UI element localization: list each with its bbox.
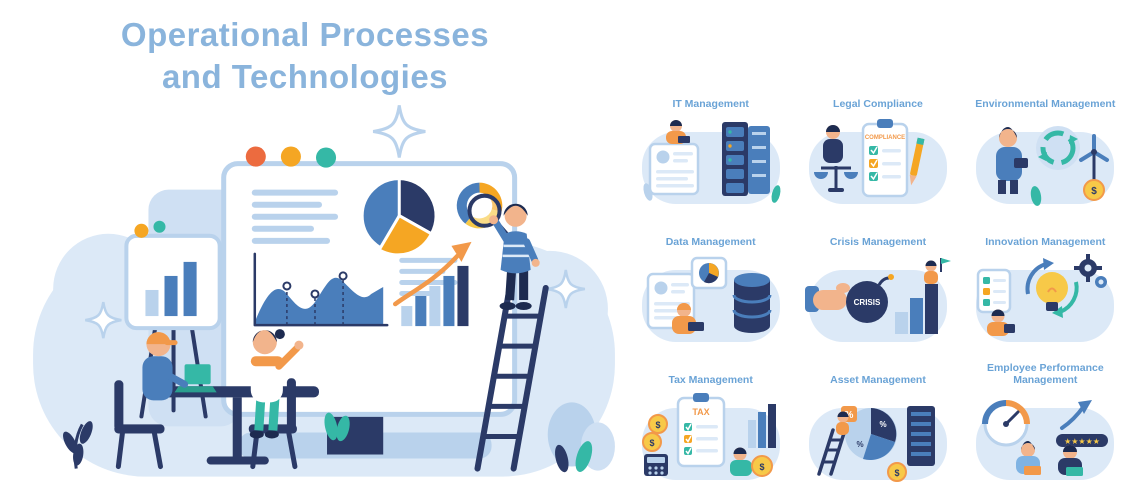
crisis-text: CRISIS bbox=[854, 298, 881, 307]
seated-woman-figure bbox=[248, 329, 304, 470]
growth-arrow-icon bbox=[392, 241, 472, 307]
person-figure bbox=[729, 447, 752, 476]
leaf-icon bbox=[771, 185, 781, 203]
laptop-icon bbox=[174, 364, 217, 393]
svg-text:$: $ bbox=[759, 462, 764, 472]
person-figure bbox=[671, 303, 704, 334]
person-figure bbox=[665, 120, 690, 144]
title-line-2: and Technologies bbox=[161, 58, 449, 96]
plant-center bbox=[324, 412, 350, 442]
leaf-icon bbox=[1031, 186, 1042, 206]
tile-innovation-management: Innovation Management bbox=[965, 222, 1126, 348]
bar-steps bbox=[894, 284, 938, 334]
plant-left bbox=[63, 421, 93, 469]
scales-icon bbox=[813, 166, 858, 192]
board-dots bbox=[245, 146, 337, 168]
tile-label: Employee Performance Management bbox=[986, 361, 1104, 387]
pie-chart-icon: % % bbox=[844, 408, 897, 461]
tile-label: Crisis Management bbox=[829, 236, 927, 249]
area-chart bbox=[253, 252, 389, 327]
coin-stack: $ $ bbox=[641, 414, 668, 452]
tiles-grid: IT Management bbox=[630, 84, 1126, 486]
coin-icon: $ bbox=[1083, 179, 1106, 201]
lightbulb-icon bbox=[1036, 272, 1069, 311]
svg-text:%: % bbox=[856, 440, 863, 449]
gear-icon bbox=[1074, 254, 1108, 288]
main-scene bbox=[8, 92, 630, 496]
tile-crisis-management: Crisis Management CRISIS bbox=[797, 222, 958, 348]
calculator-icon bbox=[643, 454, 668, 476]
tile-tax-management: Tax Management $ $ bbox=[630, 360, 791, 486]
server-icon bbox=[721, 122, 770, 196]
tile-legal-compliance: Legal Compliance CO bbox=[797, 84, 958, 210]
ladder-icon bbox=[817, 428, 847, 476]
clipboard-icon: COMPLIANCE bbox=[861, 119, 909, 198]
tile-employee-performance: Employee Performance Management ★★★★★ bbox=[965, 360, 1126, 486]
svg-text:%: % bbox=[879, 420, 886, 429]
climber-figure bbox=[835, 411, 849, 435]
tile-label: Innovation Management bbox=[985, 236, 1106, 249]
tile-asset-management: Asset Management % % bbox=[797, 360, 958, 486]
tile-label: Legal Compliance bbox=[833, 98, 923, 111]
pie-card bbox=[690, 256, 727, 290]
tile-label: IT Management bbox=[672, 98, 749, 111]
board-text-lines bbox=[251, 189, 458, 297]
svg-text:$: $ bbox=[655, 420, 660, 430]
wind-turbine-icon bbox=[1079, 134, 1110, 182]
money-bag-icon: $ bbox=[750, 455, 773, 477]
title-line-1: Operational Processes bbox=[120, 16, 490, 53]
plant-right bbox=[547, 402, 615, 473]
person-figure bbox=[822, 125, 843, 163]
presenter-figure bbox=[489, 203, 540, 311]
person-figure bbox=[987, 309, 1016, 336]
clipboard-title: COMPLIANCE bbox=[865, 135, 905, 141]
leaf-icon bbox=[643, 183, 653, 201]
tile-label: Tax Management bbox=[668, 374, 753, 387]
climber-figure bbox=[923, 258, 951, 284]
tile-data-management: Data Management bbox=[630, 222, 791, 348]
bar-chart bbox=[401, 265, 469, 327]
crisis-ball: CRISIS bbox=[845, 274, 894, 323]
stars-badge: ★★★★★ bbox=[1056, 434, 1109, 447]
gauge-icon bbox=[982, 400, 1031, 447]
sparkle-icon bbox=[85, 105, 586, 339]
profile-card bbox=[648, 142, 699, 196]
stars-rating: ★★★★★ bbox=[1064, 437, 1100, 446]
svg-text:$: $ bbox=[894, 468, 899, 478]
recycle-icon bbox=[1036, 126, 1081, 170]
pie-chart bbox=[360, 177, 438, 257]
page-title: Operational Processes and Technologies bbox=[70, 14, 540, 98]
coin-icon: $ bbox=[886, 462, 907, 482]
svg-text:$: $ bbox=[649, 438, 654, 448]
seated-man-figure bbox=[114, 332, 189, 470]
ladder bbox=[474, 284, 549, 472]
pencil-icon bbox=[909, 137, 925, 186]
clipboard-icon: TAX bbox=[676, 393, 725, 468]
hand-icon bbox=[804, 283, 850, 312]
tile-label: Data Management bbox=[665, 236, 756, 249]
ledger-icon bbox=[906, 406, 935, 466]
employee-figure-2 bbox=[1058, 445, 1084, 476]
tile-environmental-management: Environmental Management bbox=[965, 84, 1126, 210]
mini-bars bbox=[747, 404, 776, 448]
cycle-arrows-icon bbox=[1025, 258, 1079, 318]
arrow-up-icon bbox=[1060, 400, 1093, 430]
svg-text:%: % bbox=[845, 410, 854, 421]
tile-label: Asset Management bbox=[830, 374, 926, 387]
checklist-card bbox=[977, 268, 1012, 314]
tile-label: Environmental Management bbox=[975, 98, 1116, 111]
employee-figure-1 bbox=[1016, 441, 1042, 475]
database-icon bbox=[732, 273, 772, 333]
clipboard-title: TAX bbox=[692, 407, 709, 417]
tile-it-management: IT Management bbox=[630, 84, 791, 210]
svg-text:$: $ bbox=[1092, 186, 1098, 197]
person-figure bbox=[996, 127, 1029, 194]
